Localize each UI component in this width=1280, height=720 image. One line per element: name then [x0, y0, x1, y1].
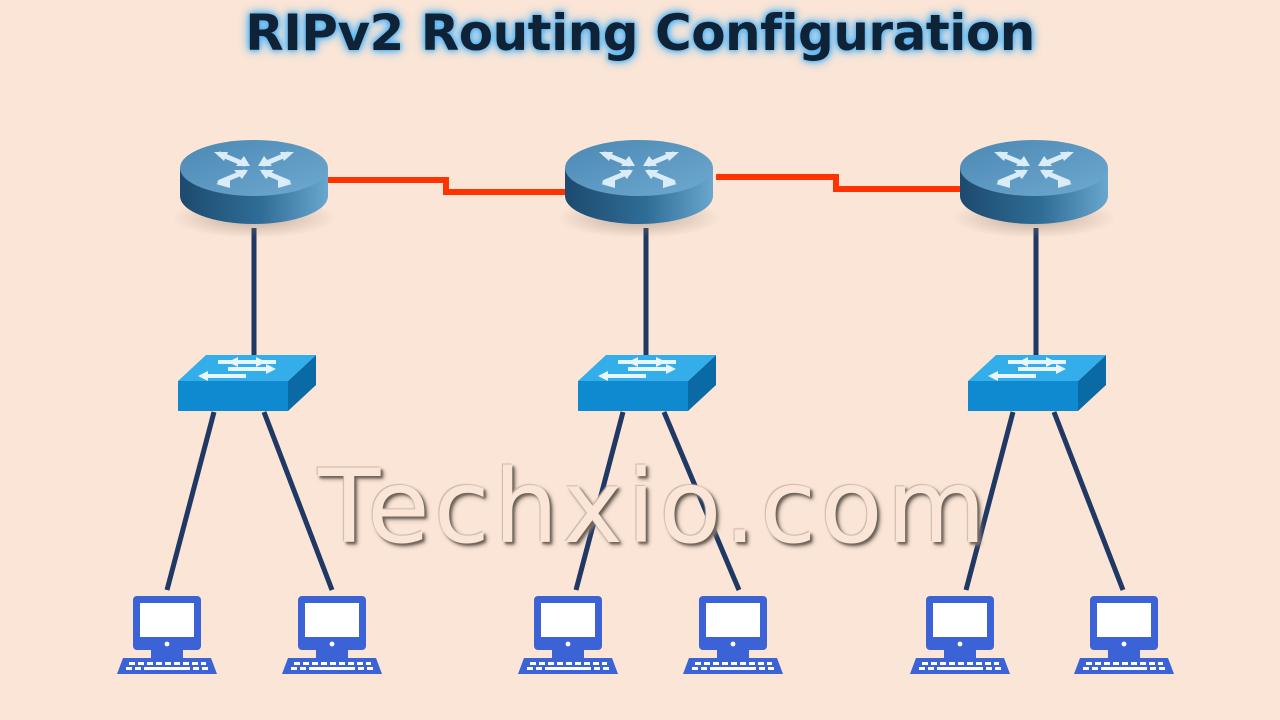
pc-icon [1074, 596, 1174, 674]
page-title: RIPv2 Routing Configuration [245, 4, 1035, 62]
switch-icon [578, 355, 716, 411]
pc-icon [910, 596, 1010, 674]
pc-icon [282, 596, 382, 674]
switch-icon [968, 355, 1106, 411]
ethernet-link [164, 411, 217, 591]
ethernet-link [1051, 411, 1126, 591]
pc-icon [518, 596, 618, 674]
ethernet-link [963, 411, 1016, 591]
switch-icon [178, 355, 316, 411]
serial-link [716, 174, 960, 192]
serial-link [326, 177, 566, 195]
ethernet-link [573, 411, 626, 591]
router-icon [172, 140, 336, 238]
pc-icon [117, 596, 217, 674]
ethernet-link [661, 411, 742, 591]
router-icon [952, 140, 1116, 238]
watermark: Techxio.com [318, 448, 991, 567]
router-icon [557, 140, 721, 238]
ethernet-link [261, 411, 335, 591]
pc-icon [683, 596, 783, 674]
